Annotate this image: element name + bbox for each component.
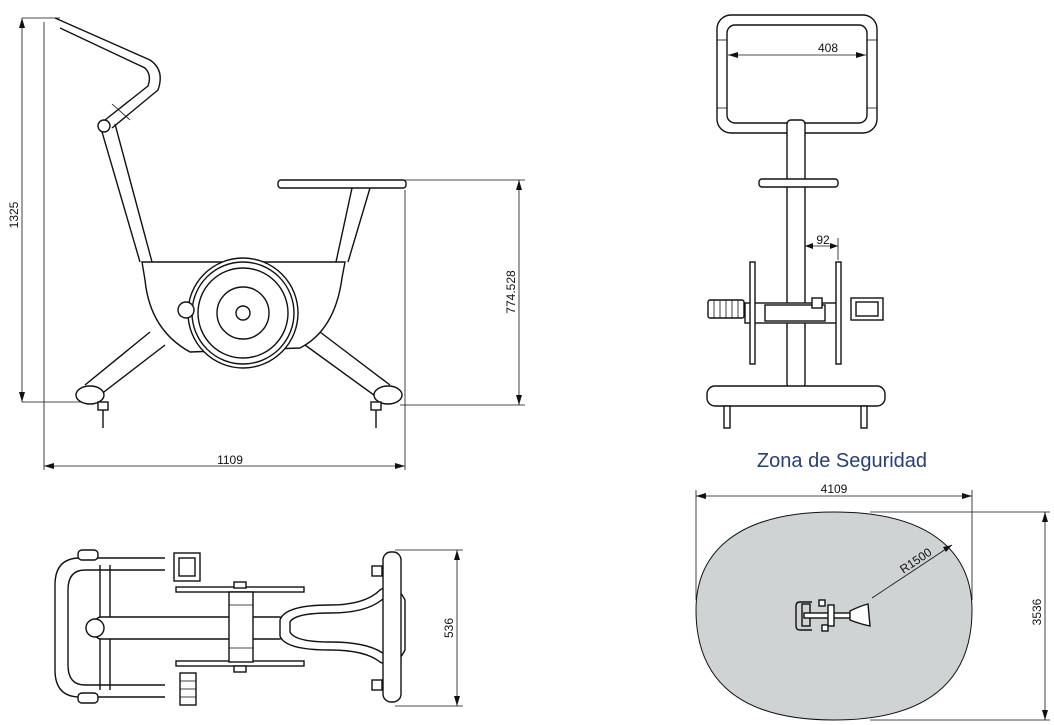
safety-zone-title: Zona de Seguridad [757, 450, 927, 472]
mini-bike [795, 599, 871, 632]
dimension-length-label: 1109 [217, 453, 243, 467]
dimension-zone-depth: 3536 [870, 511, 1050, 721]
dimension-top-width-label: 536 [442, 618, 456, 638]
dimension-height: 1325 [7, 17, 95, 403]
dimension-handle-width-label: 408 [818, 41, 838, 55]
dimension-zone-width: 4109 [695, 482, 973, 600]
dimension-seat-height: 774.528 [400, 179, 525, 406]
side-view: 1325 1109 774.528 [7, 17, 525, 470]
dimension-top-width: 536 [395, 549, 463, 707]
dimension-seat-height-label: 774.528 [504, 270, 518, 314]
dimension-zone-depth-label: 3536 [1030, 598, 1044, 625]
dimension-zone-width-label: 4109 [821, 482, 848, 496]
dimension-offset: 92 [805, 233, 839, 260]
dimension-height-label: 1325 [7, 201, 21, 228]
dimension-length: 1109 [43, 22, 406, 470]
safety-zone: Zona de Seguridad 4109 3536 R1500 [695, 450, 1050, 721]
front-view: 408 92 [706, 14, 886, 429]
dimension-handle-width: 408 [728, 41, 866, 58]
top-view: 536 [54, 549, 463, 707]
dimension-offset-label: 92 [816, 233, 830, 247]
